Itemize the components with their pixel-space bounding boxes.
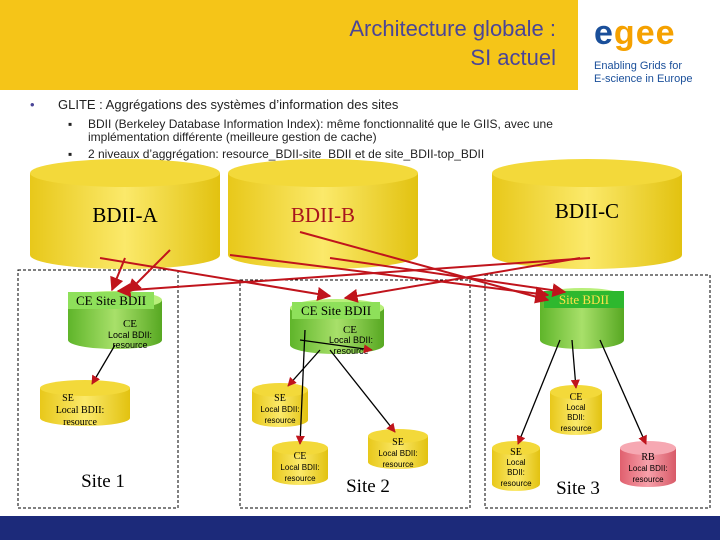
title-line-2: SI actuel: [470, 45, 556, 70]
logo-wordmark: egee: [594, 14, 676, 53]
site-2-ce-label: CE: [343, 324, 357, 336]
site-2-se2-cylinder: [368, 429, 428, 469]
arrow: [99, 257, 332, 301]
site-1-ce-local-bdii: Local BDII:: [108, 330, 152, 340]
main-bullet-text: GLITE : Aggrégations des systèmes d’info…: [58, 97, 399, 112]
connectors: [91, 329, 647, 445]
sub-bullet-1-line-1: BDII (Berkeley Database Information Inde…: [88, 117, 553, 131]
connector: [287, 349, 321, 387]
title-bar: [0, 0, 578, 90]
slide-title: Architecture globale : SI actuel: [156, 14, 556, 72]
site-2-ce2-local-bdii: Local BDII:: [280, 463, 319, 472]
title-line-1: Architecture globale :: [349, 16, 556, 41]
connector: [299, 339, 373, 354]
site-2-se2-local-bdii: Local BDII:: [378, 449, 417, 458]
site-1-se-local-bdii: Local BDII:: [56, 405, 105, 416]
connector: [91, 344, 116, 385]
egee-logo: egee Enabling Grids for E-science in Eur…: [586, 10, 716, 85]
connector: [570, 339, 580, 389]
bdii-b-label: BDII-B: [291, 203, 355, 227]
arrow: [110, 257, 126, 292]
site-3-name: Site 3: [556, 478, 600, 499]
bdii-b-cylinder: [228, 159, 418, 269]
arrow: [116, 257, 591, 298]
site-3-rb-local-bdii: Local BDII:: [628, 464, 667, 473]
arrow: [229, 254, 550, 301]
sub-bullet-2-text: 2 niveaux d’aggrégation: resource_BDII-s…: [88, 147, 485, 161]
site-3-ce-label: CE: [570, 392, 583, 403]
arrow: [329, 257, 567, 298]
bdii-c-cylinder: [492, 159, 682, 269]
site-2-ce2-label: CE: [294, 451, 307, 462]
site-3-box: [484, 274, 711, 509]
site-2-se-local-bdii: Local BDII:: [260, 405, 299, 414]
connector: [599, 339, 647, 445]
arrows: [99, 231, 591, 304]
logo-gee: gee: [613, 14, 676, 52]
site-1-ce-label: CE: [123, 318, 137, 330]
site-2-bdii-label: CE Site BDII: [301, 303, 371, 318]
connector: [329, 349, 396, 433]
site-3-rb-label: RB: [641, 452, 655, 463]
architecture-diagram: BDII-A BDII-B BDII-C CE Site BDII CE Loc…: [17, 159, 711, 509]
site-3-bdii-label: Site BDII: [559, 292, 609, 307]
site-3-ce-bdii: BDII:: [567, 413, 585, 422]
site-1-name: Site 1: [81, 471, 125, 492]
site-3-ce-local: Local: [566, 403, 585, 412]
logo-e: e: [594, 14, 614, 52]
square-bullet-icon: ▪: [68, 147, 73, 161]
bdii-a-label: BDII-A: [92, 203, 158, 227]
site-2-ce2-cylinder: [272, 441, 328, 485]
site-2-box: [239, 279, 471, 509]
site-2-se2-resource: resource: [382, 460, 414, 469]
site-2-se2-label: SE: [392, 437, 404, 448]
site-2-name: Site 2: [346, 476, 390, 497]
site-2-se-label: SE: [274, 393, 286, 404]
site-2-bdii-label-bg: [292, 302, 380, 319]
bullet-dot-icon: •: [30, 97, 35, 112]
bdii-a-cylinder: [30, 159, 220, 269]
site-3-se-cylinder: [492, 441, 540, 491]
site-2-ce-local-bdii: Local BDII:: [329, 335, 373, 345]
site-3-se-bdii: BDII:: [507, 468, 525, 477]
logo-tagline-2: E-science in Europe: [594, 73, 693, 85]
arrow: [299, 231, 550, 304]
connector: [295, 329, 306, 445]
square-bullet-icon: ▪: [68, 117, 73, 131]
site-3-ce-cylinder: [550, 385, 602, 435]
site-2-se-resource: resource: [264, 416, 296, 425]
site-3-se-local: Local: [506, 458, 525, 467]
site-1-se-resource: resource: [63, 417, 97, 428]
footer-bar: [0, 516, 720, 540]
site-3-se-label: SE: [510, 447, 522, 458]
site-1-se-label: SE: [62, 393, 74, 404]
site-2-ce-resource: resource: [333, 346, 368, 356]
site-3-rb-resource: resource: [632, 475, 664, 484]
site-1-bdii-label: CE Site BDII: [76, 293, 146, 308]
site-1-ce-resource: resource: [112, 340, 147, 350]
site-1-se-cylinder: [40, 380, 130, 426]
arrow: [127, 249, 171, 293]
connector: [516, 339, 561, 445]
sub-bullet-1-line-2: implémentation différente (meilleure ges…: [88, 130, 377, 144]
site-3-rb-cylinder: [620, 441, 676, 487]
site-2-ce2-resource: resource: [284, 474, 316, 483]
site-1-box: [17, 269, 179, 509]
site-1-bdii-label-bg: [68, 292, 154, 309]
site-3-se-resource: resource: [500, 479, 532, 488]
bdii-c-label: BDII-C: [555, 199, 619, 223]
logo-tagline-1: Enabling Grids for: [594, 60, 683, 72]
site-3-ce-resource: resource: [560, 424, 592, 433]
